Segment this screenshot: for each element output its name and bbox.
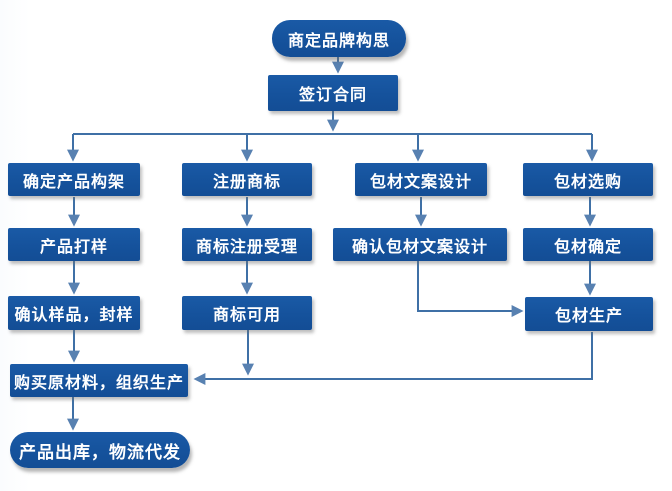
flow-node-packaging-production: 包材生产	[525, 297, 653, 331]
flow-node-register-trademark: 注册商标	[182, 163, 312, 196]
flow-node-trademark-usable: 商标可用	[182, 296, 312, 330]
flow-node-product-framework: 确定产品构架	[8, 163, 140, 196]
flow-node-trademark-acceptance: 商标注册受理	[182, 228, 312, 261]
flow-node-packaging-purchase: 包材选购	[523, 163, 653, 196]
flow-node-sign-contract: 签订合同	[268, 75, 398, 111]
flow-node-product-sampling: 产品打样	[8, 228, 140, 261]
flow-node-confirm-sample: 确认样品，封样	[8, 296, 140, 330]
flow-node-product-shipment: 产品出库，物流代发	[10, 432, 190, 468]
flow-node-brand-idea: 商定品牌构思	[272, 20, 406, 57]
flow-node-confirm-packaging-copy: 确认包材文案设计	[333, 228, 507, 261]
flow-node-purchase-materials: 购买原材料，组织生产	[10, 364, 188, 397]
flow-node-packaging-confirm: 包材确定	[523, 228, 653, 261]
flow-node-packaging-copy-design: 包材文案设计	[355, 163, 487, 196]
